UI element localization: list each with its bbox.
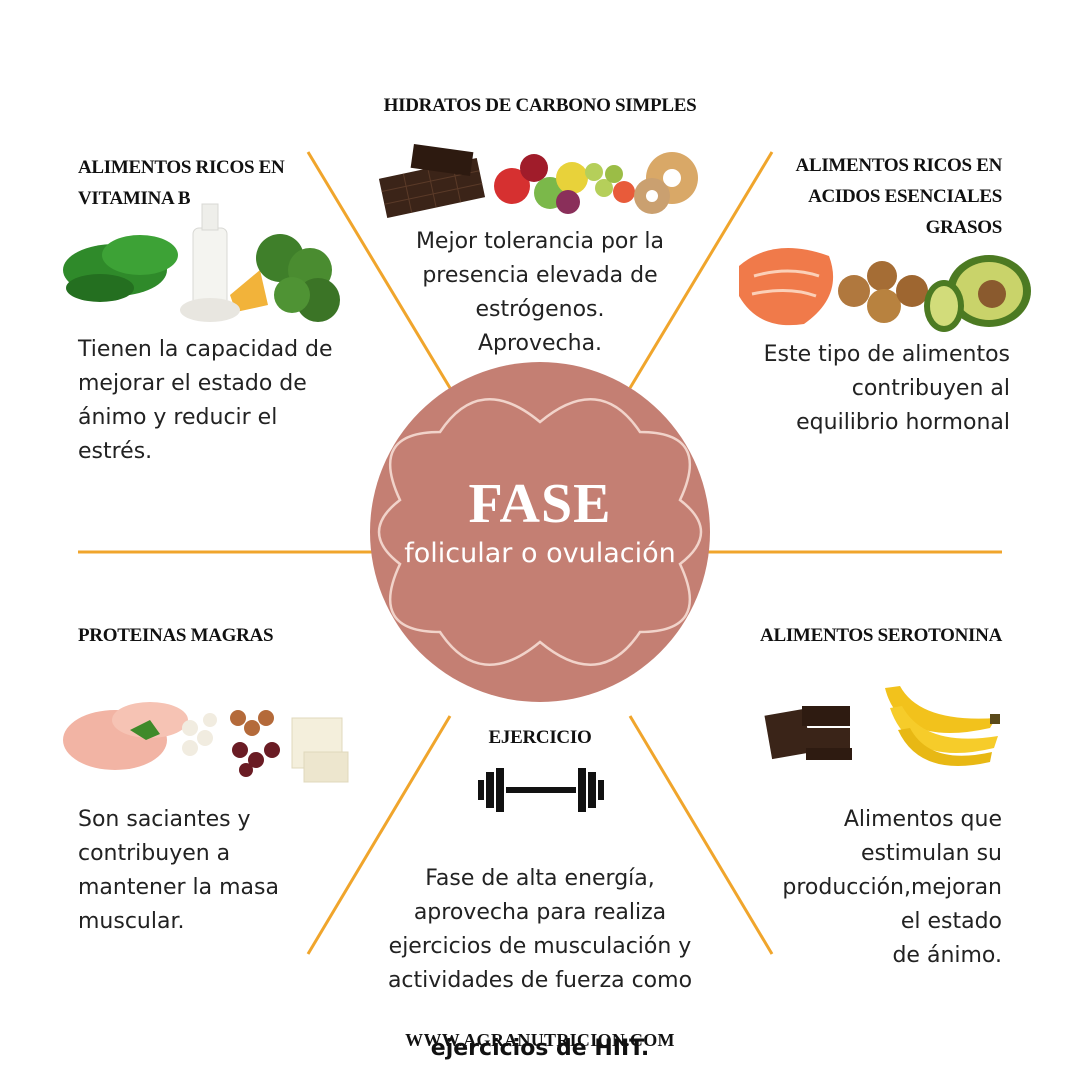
proteins-heading: PROTEINAS MAGRAS [78, 625, 274, 646]
carbs-text: Mejor tolerancia por la presencia elevad… [415, 229, 665, 356]
divider-line-lower-right [628, 715, 774, 955]
vitamin-b-text: Tienen la capacidad de mejorar el estado… [78, 337, 333, 464]
fatty-acids-heading: ALIMENTOS RICOS EN ACIDOS ESENCIALES GRA… [795, 155, 1003, 238]
exercise-heading: EJERCICIO [488, 727, 592, 748]
carbs-heading: HIDRATOS DE CARBONO SIMPLES [383, 95, 697, 116]
divider-line-upper-right [628, 151, 774, 389]
proteins-text: Son saciantes y contribuyen a mantener l… [78, 807, 279, 934]
divider-line-lower-left [306, 715, 452, 955]
serotonin-heading: ALIMENTOS SEROTONINA [760, 625, 1002, 646]
dumbbell-icon [478, 768, 604, 812]
fatty-acids-text: Este tipo de alimentos contribuyen al eq… [763, 342, 1010, 435]
serotonin-text: Alimentos que estimulan su producción,me… [782, 807, 1002, 968]
exercise-text: Fase de alta energía, aprovecha para rea… [350, 828, 730, 1066]
exercise-text-bold: ejercicios de HIIT. [430, 1036, 650, 1061]
vitamin-b-heading: ALIMENTOS RICOS EN VITAMINA B [78, 157, 285, 209]
spinach-milk-cheese-broccoli-image [63, 203, 340, 322]
exercise-text-regular: Fase de alta energía, aprovecha para rea… [387, 866, 693, 993]
phase-subtitle: folicular o ovulación [404, 538, 676, 569]
chocolate-banana-image [764, 686, 1000, 766]
divider-line-upper-left [306, 151, 452, 389]
chicken-beans-tofu-image [63, 702, 349, 783]
chocolate-fruit-donuts-image [378, 143, 698, 218]
salmon-walnuts-avocado-image [739, 248, 1031, 332]
phase-title: FASE [468, 473, 612, 535]
website-link[interactable]: WWW.AGRANUTRICION.COM [405, 1030, 675, 1050]
